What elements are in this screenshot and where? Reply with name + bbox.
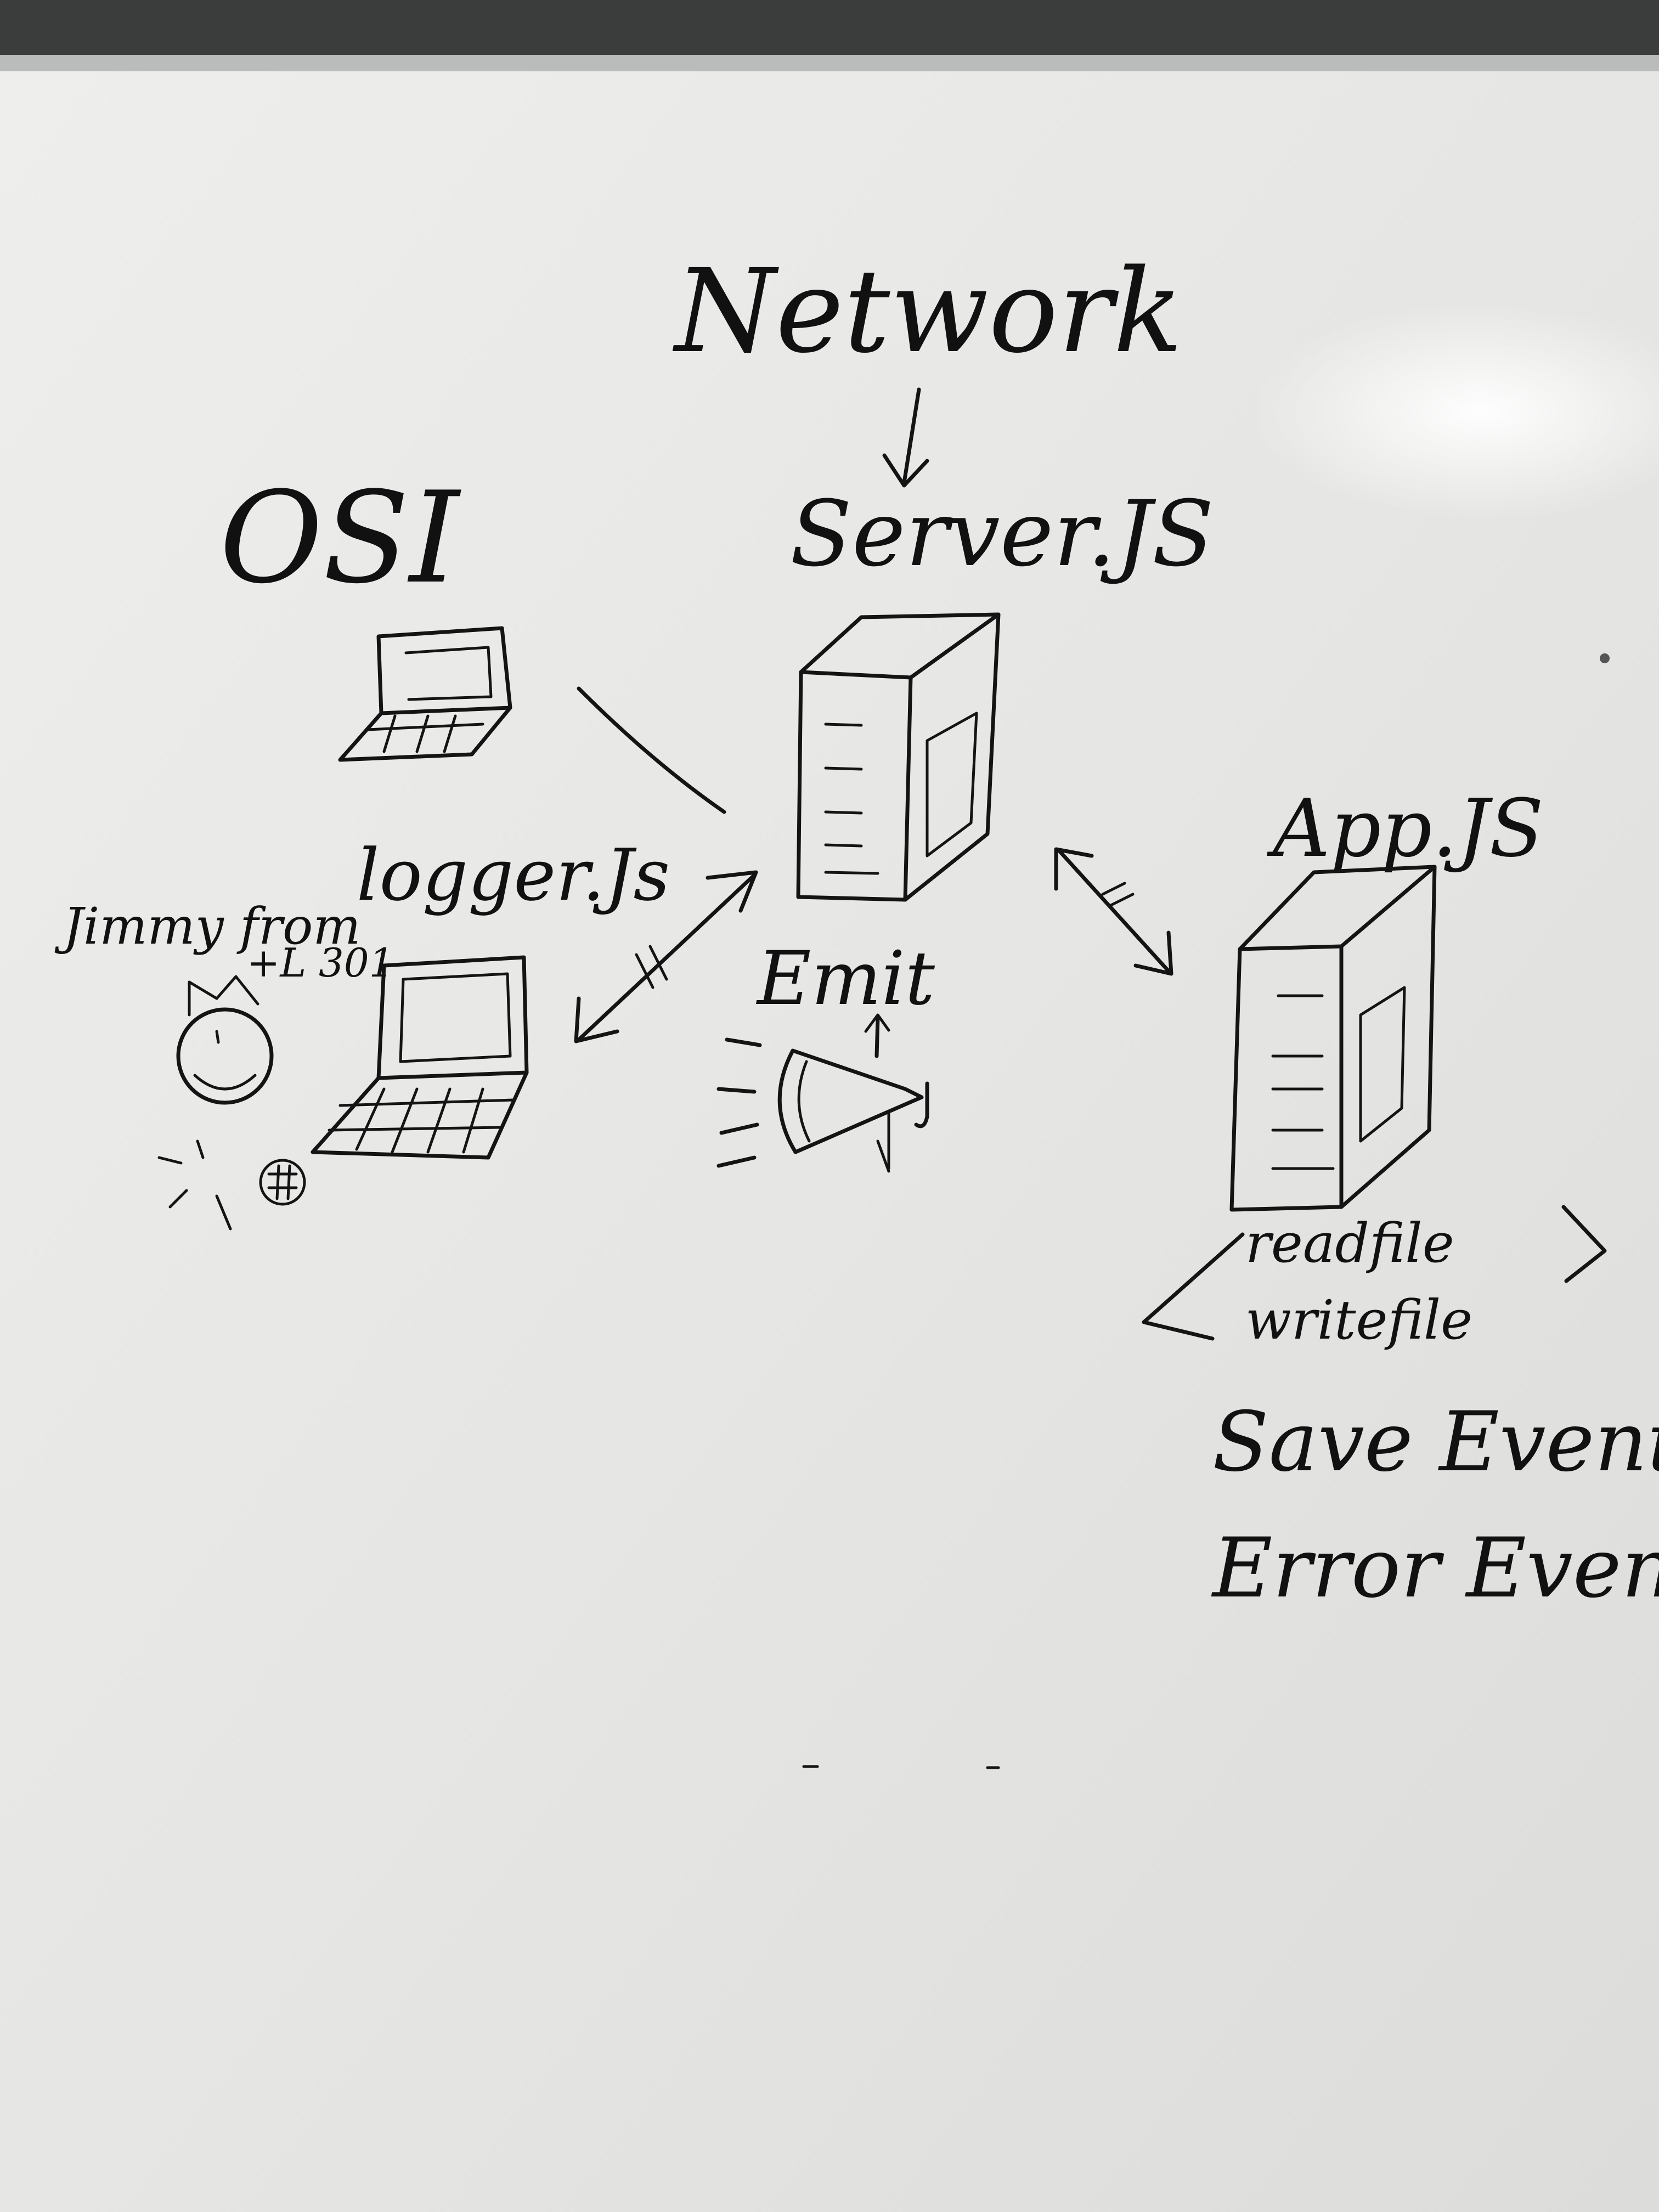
app-server-tower-icon [1229, 865, 1437, 1212]
person-icon [157, 975, 274, 1231]
server-label: Server.JS [790, 481, 1214, 586]
right-angle-bracket [1561, 1205, 1607, 1283]
error-event-label: Error Event [1211, 1521, 1659, 1616]
light-glare [1251, 302, 1659, 521]
network-label: Network [672, 244, 1183, 379]
server-app-double-arrow [1054, 847, 1173, 976]
megaphone-icon [716, 1037, 929, 1173]
board-top-edge [0, 55, 1659, 71]
board-mark [1600, 653, 1610, 663]
left-angle-bracket [1142, 1232, 1245, 1341]
emit-up-arrow [864, 1013, 890, 1058]
readfile-label: readfile [1245, 1212, 1454, 1275]
ball-icon [259, 1159, 306, 1206]
osi-to-server-line [577, 686, 726, 814]
osi-laptop-icon [338, 626, 512, 762]
logger-laptop-icon [311, 955, 529, 1160]
logger-label: logger.Js [357, 833, 670, 917]
server-logger-double-arrow [574, 870, 758, 1043]
server-tower-icon [796, 612, 1001, 902]
save-event-label: Save Event [1212, 1395, 1659, 1490]
writefile-label: writefile [1245, 1289, 1472, 1352]
app-label: App.JS [1266, 782, 1544, 875]
board-frame [0, 0, 1659, 60]
osi-label: OSI [219, 465, 461, 612]
jimmy-label-line1: Jimmy from [54, 897, 361, 956]
network-to-server-arrow [882, 387, 929, 488]
jimmy-label-line2: +L 301 [247, 940, 394, 986]
emit-label: Emit [755, 935, 935, 1022]
